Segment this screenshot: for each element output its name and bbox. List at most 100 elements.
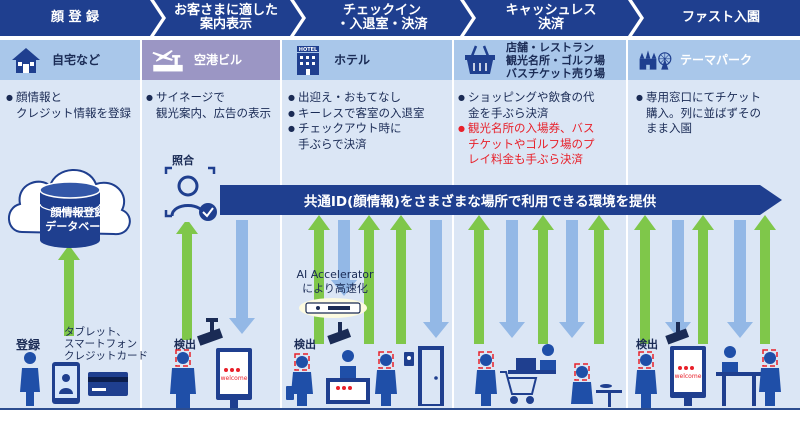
green-arrow-up — [176, 219, 198, 340]
bullets-home: 顔情報と クレジット情報を登録 — [6, 90, 138, 121]
location-label-airport: 空港ビル — [194, 52, 243, 67]
common-id-banner — [160, 185, 782, 215]
house-icon — [12, 48, 40, 73]
location-themepark: テーマパーク — [628, 40, 800, 80]
person-icon — [170, 352, 196, 408]
bullet-item: サイネージで 観光案内、広告の表示 — [146, 90, 278, 121]
tablet-icon — [52, 362, 80, 404]
blue-arrow-down — [331, 220, 357, 296]
stage-chevron-cashless — [464, 0, 640, 36]
person-icon — [20, 352, 40, 406]
signage-icon — [216, 348, 252, 408]
floor-line — [0, 408, 800, 410]
register-label: 登録 — [16, 338, 41, 352]
shopping-cart-icon — [500, 371, 538, 404]
bullet-item: 専用窓口にてチケット 購入。列に並ばずその まま入園 — [636, 90, 796, 137]
door-icon — [418, 346, 444, 406]
face-detect-frame-icon — [378, 351, 394, 369]
stage-chevron-registration — [0, 0, 162, 36]
location-label-themepark: テーマパーク — [680, 52, 753, 67]
detect-label-hotel: 検出 — [294, 338, 316, 351]
face-detect-frame-icon — [638, 351, 654, 369]
devices-label: タブレット、 スマートフォン クレジットカード — [64, 326, 148, 362]
stage-title-registration: 顔 登 録 — [50, 10, 100, 25]
green-arrow-up — [588, 215, 610, 344]
airport-icon — [152, 50, 183, 72]
credit-card-icon — [88, 372, 128, 396]
face-detect-frame-icon — [175, 349, 191, 367]
green-arrow-up — [308, 215, 330, 344]
castle-icon — [639, 50, 672, 70]
dining-table-icon — [596, 384, 622, 407]
green-arrow-up — [58, 245, 80, 336]
stage-chevron-checkin — [294, 0, 472, 36]
green-arrow-up — [468, 215, 490, 344]
floor — [0, 410, 800, 424]
signage-icon — [670, 346, 706, 406]
location-home: 自宅など — [0, 40, 140, 80]
person-icon — [635, 354, 657, 408]
reception-counter-icon — [326, 350, 370, 404]
person-icon — [375, 354, 397, 406]
location-label-shops: 店舗・レストラン 観光名所・ゴルフ場 バスチケット売り場 — [506, 40, 605, 80]
svg-text:HOTEL: HOTEL — [299, 47, 318, 53]
face-match-icon — [160, 166, 220, 222]
bullet-item: 顔情報と クレジット情報を登録 — [6, 90, 138, 121]
signage-welcome-text: welcome — [221, 375, 248, 382]
face-detect-frame-icon — [574, 363, 590, 381]
bullet-item: 出迎え・おもてなし — [288, 90, 448, 106]
stage-bar — [0, 0, 800, 36]
location-shops: 店舗・レストラン 観光名所・ゴルフ場 バスチケット売り場 — [454, 40, 626, 80]
location-label-hotel: ホテル — [334, 52, 371, 67]
stage-chevron-fastentry — [632, 0, 800, 36]
shopping-basket-icon — [465, 45, 495, 74]
ai-accelerator-chip-icon — [299, 298, 367, 318]
blue-arrow-down — [499, 220, 525, 338]
face-detect-frame-icon — [294, 353, 310, 371]
stage-title-checkin: チェックイン ・入退室・決済 — [336, 3, 428, 32]
database-cylinder-icon — [39, 181, 101, 248]
camera-icon — [197, 318, 223, 346]
blue-arrow-down — [727, 220, 753, 338]
blue-arrow-down — [559, 220, 585, 338]
blue-arrow-down — [423, 220, 449, 338]
location-hotel: HOTEL ホテル — [282, 40, 452, 80]
bullet-item: ショッピングや飲食の代 金を手ぶら決済 — [458, 90, 624, 121]
person-icon — [759, 352, 781, 406]
person-icon — [571, 366, 593, 404]
stage-title-guidance: お客さまに適した 案内表示 — [173, 3, 278, 32]
green-arrow-up — [532, 215, 554, 344]
database-label: 顔情報登録 データベース — [45, 206, 111, 233]
green-arrow-up — [634, 215, 656, 344]
person-icon — [475, 354, 497, 406]
green-arrow-up — [358, 215, 380, 344]
location-label-home: 自宅など — [52, 52, 101, 67]
bullets-hotel: 出迎え・おもてなし キーレスで客室の入退室 チェックアウト時に 手ぶらで決済 — [288, 90, 448, 152]
stage-title-fastentry: ファスト入園 — [681, 10, 760, 25]
bullets-shops: ショッピングや飲食の代 金を手ぶら決済 観光名所の入場券、バス チケットやゴルフ… — [458, 90, 624, 168]
camera-icon — [665, 322, 690, 345]
signage-welcome-text-park: welcome — [675, 373, 702, 380]
green-arrow-up — [390, 215, 412, 344]
bullet-item: チェックアウト時に 手ぶらで決済 — [288, 121, 448, 152]
location-airport: 空港ビル — [142, 40, 280, 80]
bullet-item-highlight: 観光名所の入場券、バス チケットやゴルフ場のプ レイ料金も手ぶら決済 — [458, 121, 624, 168]
camera-icon — [327, 322, 352, 345]
green-arrow-up — [754, 215, 776, 344]
detect-label-airport: 検出 — [174, 338, 196, 351]
key-reader-icon — [404, 352, 414, 366]
face-detect-frame-icon — [478, 351, 494, 369]
bullets-themepark: 専用窓口にてチケット 購入。列に並ばずその まま入園 — [636, 90, 796, 137]
cash-register-icon — [508, 344, 556, 374]
bullets-airport: サイネージで 観光案内、広告の表示 — [146, 90, 278, 121]
database-cloud — [8, 169, 131, 248]
matching-label: 照合 — [172, 154, 194, 167]
green-arrow-up — [692, 215, 714, 344]
person-icon — [286, 356, 313, 406]
detect-label-park: 検出 — [636, 338, 658, 351]
ai-accelerator-label: AI Accelerator により高速化 — [296, 268, 374, 295]
ticket-counter-icon — [716, 346, 762, 406]
bullet-item: キーレスで客室の入退室 — [288, 106, 448, 122]
